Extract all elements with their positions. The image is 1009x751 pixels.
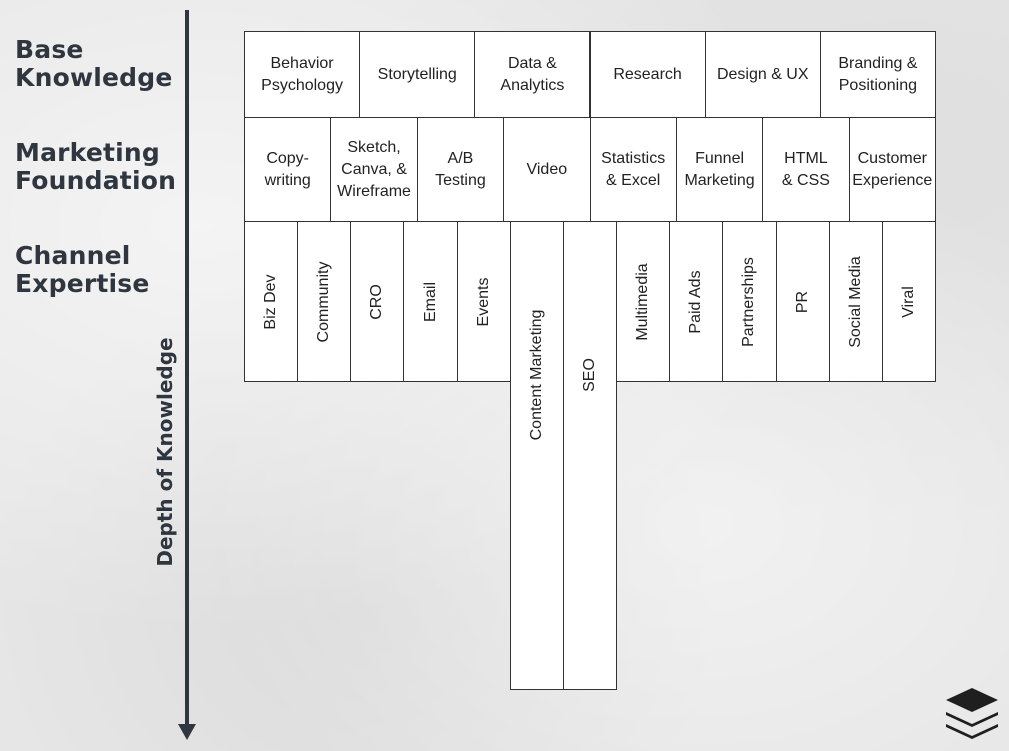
marketing-foundation-cell: Video <box>503 117 591 222</box>
channel-expertise-label: Viral <box>899 286 917 318</box>
row-label-marketing-foundation: Marketing Foundation <box>15 138 177 195</box>
channel-expertise-label: Paid Ads <box>687 270 705 334</box>
base-knowledge-cell: Behavior Psychology <box>244 31 361 118</box>
channel-expertise-label: Biz Dev <box>262 274 280 330</box>
marketing-foundation-cell: Sketch, Canva, & Wireframe <box>330 117 418 222</box>
marketing-foundation-cell: Customer Experience <box>848 117 936 222</box>
channel-expertise-label: Social Media <box>846 256 864 348</box>
channel-expertise-cell: Paid Ads <box>669 221 724 382</box>
channel-expertise-label: SEO <box>580 358 598 392</box>
base-knowledge-cell: Storytelling <box>359 31 476 118</box>
channel-expertise-cell: CRO <box>350 221 405 382</box>
marketing-foundation-cell: Statistics & Excel <box>589 117 677 222</box>
channel-expertise-label: Multimedia <box>634 263 652 341</box>
channel-expertise-cell: Community <box>297 221 352 382</box>
depth-axis-line <box>185 10 189 728</box>
marketing-foundation-cell: A/B Testing <box>416 117 505 222</box>
channel-expertise-label: PR <box>793 290 811 314</box>
channel-expertise-cell: Multimedia <box>616 221 671 382</box>
channel-expertise-cell: Partnerships <box>722 221 777 382</box>
channel-expertise-cell: Events <box>456 221 511 382</box>
channel-expertise-label: CRO <box>368 284 386 320</box>
channel-expertise-cell: PR <box>775 221 830 382</box>
channel-expertise-label: Email <box>421 281 439 323</box>
base-knowledge-cell: Branding & Positioning <box>819 31 936 118</box>
base-knowledge-cell: Design & UX <box>704 31 821 118</box>
channel-expertise-cell: SEO <box>562 221 618 690</box>
channel-expertise-label: Content Marketing <box>527 309 545 441</box>
stacked-layers-icon <box>946 688 998 739</box>
base-knowledge-cell: Research <box>589 31 706 118</box>
channel-expertise-cell: Social Media <box>828 221 883 382</box>
row-label-base-knowledge: Base Knowledge <box>15 35 173 92</box>
channel-expertise-cell: Content Marketing <box>509 221 564 690</box>
channel-expertise-cell: Biz Dev <box>244 221 299 382</box>
depth-axis-arrowhead <box>178 724 196 740</box>
marketing-foundation-cell: Copy- writing <box>244 117 332 222</box>
channel-expertise-cell: Viral <box>881 221 936 382</box>
depth-axis-label: Depth of Knowledge <box>153 337 177 567</box>
marketing-foundation-cell: HTML & CSS <box>762 117 850 222</box>
channel-expertise-label: Events <box>474 277 492 327</box>
row-label-channel-expertise: Channel Expertise <box>15 241 150 298</box>
channel-expertise-cell: Email <box>403 221 458 382</box>
base-knowledge-cell: Data & Analytics <box>474 31 591 118</box>
channel-expertise-label: Community <box>315 261 333 343</box>
marketing-foundation-cell: Funnel Marketing <box>675 117 764 222</box>
channel-expertise-label: Partnerships <box>740 257 758 347</box>
